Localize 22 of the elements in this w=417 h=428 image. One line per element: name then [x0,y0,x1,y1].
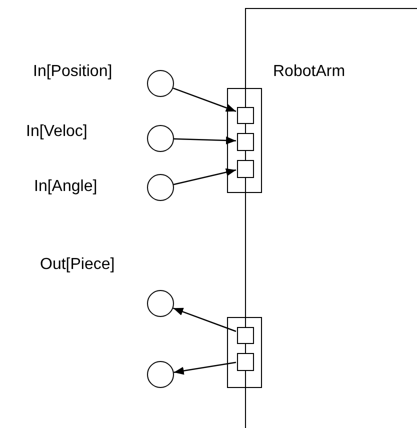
port-circle [147,174,174,201]
port-square [237,327,254,344]
arrow [174,362,236,375]
arrow [172,308,236,332]
port-circle [147,290,174,317]
arrow [172,88,236,112]
port-square [237,133,254,151]
port-circle [147,70,174,97]
port-square [237,160,254,178]
port-square [237,107,254,124]
port-circle [147,361,174,388]
port-label: In[Veloc] [26,122,88,142]
port-circle [147,125,174,152]
arrow [174,136,236,144]
port-square [237,353,254,371]
arrow [174,168,236,186]
port-label: In[Angle] [34,177,98,197]
port-group-box [227,88,262,193]
port-label: In[Position] [33,62,112,82]
port-label: Out[Piece] [40,255,115,275]
port-group-box [227,317,262,388]
component-title: RobotArm [273,63,346,81]
